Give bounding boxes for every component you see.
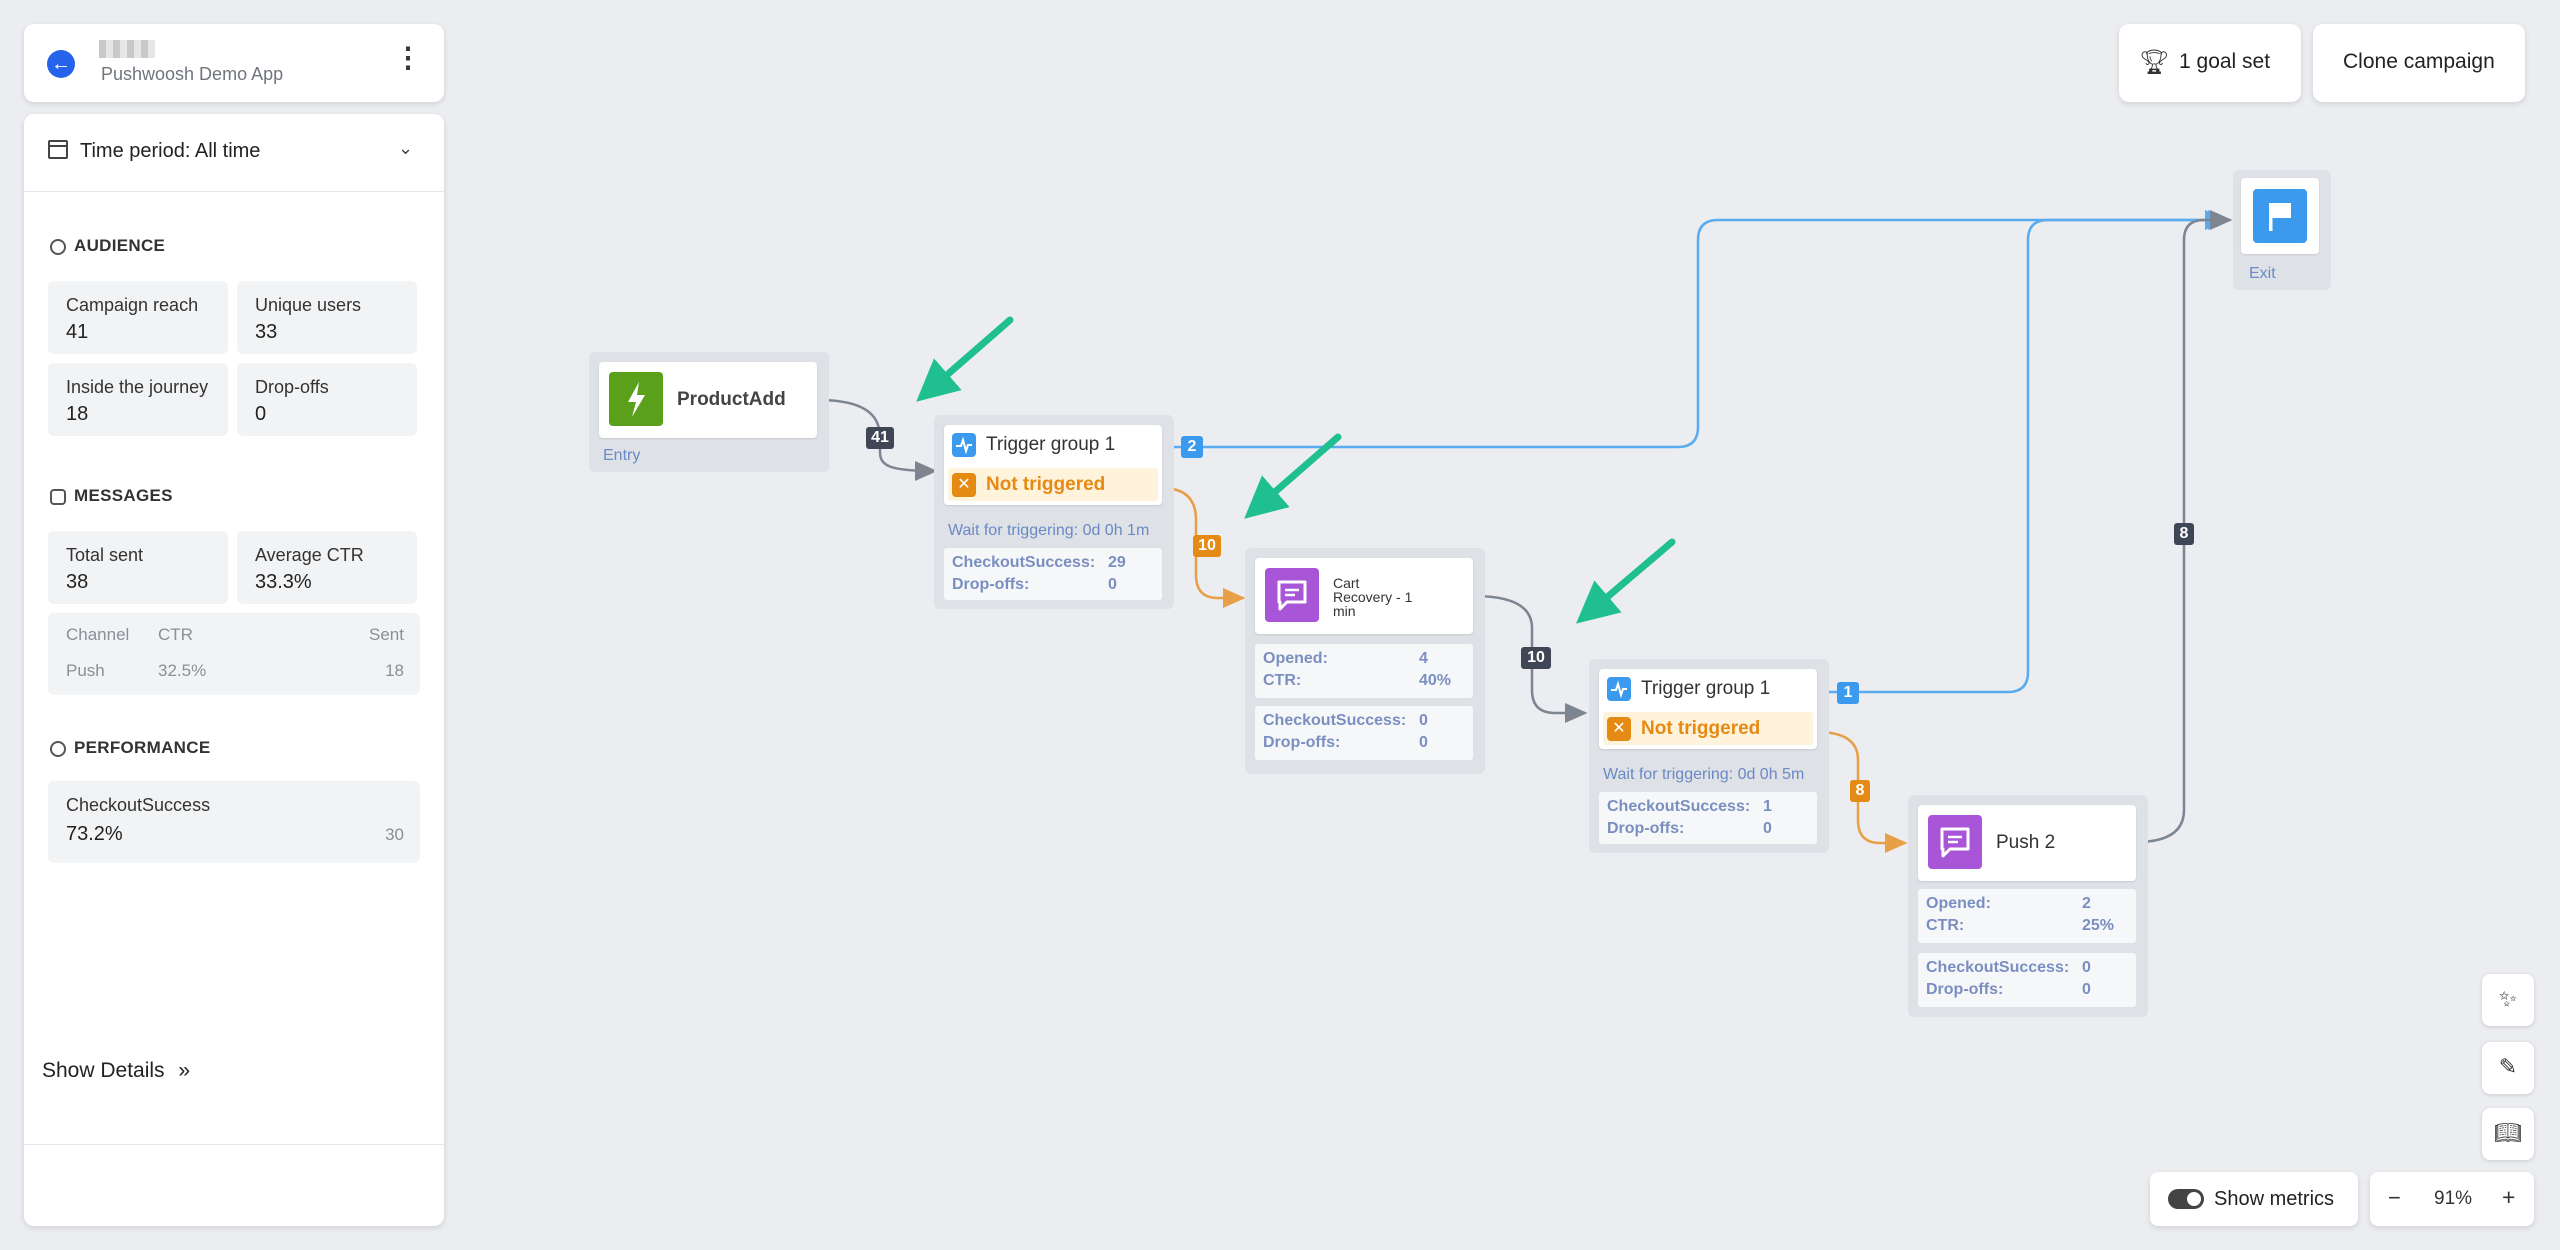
close-icon: ✕ [1607,717,1631,741]
user-icon [50,239,66,255]
audience-heading: AUDIENCE [50,236,165,256]
time-period-select[interactable]: Time period: All time [48,140,260,163]
clone-campaign-button[interactable]: Clone campaign [2313,24,2525,102]
node-metrics: CheckoutSuccess: 29 Drop-offs: 0 [944,548,1162,600]
node-metrics: CheckoutSuccess: 0 Drop-offs: 0 [1255,706,1473,760]
channel-table: Channel CTR Sent Push 32.5% 18 [48,613,420,695]
edge-count-badge: 2 [1181,436,1203,458]
trophy-icon: 🏆︎ [2139,49,2170,76]
target-icon [50,741,66,757]
node-type-label: Entry [603,447,641,464]
toggle-switch[interactable] [2168,1189,2204,1209]
goal-set-button[interactable]: 🏆︎ 1 goal set [2119,24,2301,102]
node-metrics: Opened: 4 CTR: 40% [1255,644,1473,698]
edge-count-badge: 8 [1850,780,1870,802]
edge-count-badge: 41 [866,427,894,449]
message-icon [1928,815,1982,869]
node-title: Trigger group 1 [986,434,1116,455]
node-title: ProductAdd [677,389,786,410]
trigger-node[interactable]: Trigger group 1 ✕ Not triggered Wait for… [1589,659,1829,853]
stats-panel: Time period: All time ⌄ AUDIENCE Campaig… [24,114,444,1226]
zoom-out-button[interactable]: − [2388,1185,2401,1210]
wait-label: Wait for triggering: 0d 0h 5m [1603,766,1805,783]
node-type-label: Exit [2249,265,2276,282]
zoom-level: 91% [2434,1188,2473,1209]
pulse-icon [1607,677,1631,701]
exit-node[interactable]: Exit [2233,170,2331,290]
annotation-arrow [1575,538,1676,624]
pulse-icon [952,433,976,457]
message-icon [1265,568,1319,622]
divider [24,1144,444,1145]
edit-notes-icon: ✎ [2498,1054,2518,1079]
book-icon: 📖︎ [2494,1120,2522,1145]
edge-count-badge: 8 [2174,523,2194,545]
trigger-node[interactable]: Trigger group 1 ✕ Not triggered Wait for… [934,415,1174,609]
node-title: Push 2 [1996,832,2056,853]
app-name: Pushwoosh Demo App [101,64,284,84]
chevron-down-icon[interactable]: ⌄ [398,138,414,158]
push-node-cart-recovery[interactable]: Cart Recovery - 1 min Opened: 4 CTR: 40%… [1245,548,1485,774]
more-vertical-icon[interactable]: ⋮ [394,42,422,73]
calendar-icon [48,140,68,159]
edge-count-badge: 10 [1521,647,1551,669]
edge-count-badge: 1 [1837,682,1859,704]
edit-notes-button[interactable]: ✎ [2482,1042,2534,1094]
guide-book-button[interactable]: 📖︎ [2482,1108,2534,1160]
magic-wand-icon: ✨︎ [2498,986,2518,1011]
magic-wand-button[interactable]: ✨︎ [2482,974,2534,1026]
divider [24,191,444,192]
wait-label: Wait for triggering: 0d 0h 1m [948,522,1150,539]
push-node-push-2[interactable]: Push 2 Opened: 2 CTR: 25% CheckoutSucces… [1908,795,2148,1017]
goal-stat: CheckoutSuccess 73.2% 30 [48,781,420,863]
node-title: Cart Recovery - 1 min [1333,575,1413,619]
message-icon [50,489,66,505]
not-triggered-label: Not triggered [1641,718,1761,739]
show-metrics-toggle[interactable]: Show metrics [2150,1172,2358,1226]
messages-heading: MESSAGES [50,486,173,506]
not-triggered-label: Not triggered [986,474,1106,495]
performance-heading: PERFORMANCE [50,738,210,758]
zoom-control: − 91% + [2370,1172,2534,1226]
node-title: Trigger group 1 [1641,678,1771,699]
annotation-arrow [916,316,1014,402]
back-arrow-icon[interactable]: ← [47,50,75,78]
edge-count-badge: 10 [1193,535,1221,557]
annotation-arrow [1244,433,1342,519]
flag-icon [2253,189,2307,243]
lightning-icon [609,372,663,426]
zoom-in-button[interactable]: + [2502,1184,2516,1210]
node-metrics: Opened: 2 CTR: 25% [1918,889,2136,943]
node-metrics: CheckoutSuccess: 0 Drop-offs: 0 [1918,953,2136,1007]
app-logo [99,40,155,58]
node-metrics: CheckoutSuccess: 1 Drop-offs: 0 [1599,792,1817,844]
entry-node[interactable]: ProductAdd Entry [589,352,829,472]
double-chevron-right-icon: » [178,1059,191,1082]
app-header-card: ← Pushwoosh Demo App ⋮ [24,24,444,102]
close-icon: ✕ [952,473,976,497]
show-details-link[interactable]: Show Details » [42,1059,191,1082]
